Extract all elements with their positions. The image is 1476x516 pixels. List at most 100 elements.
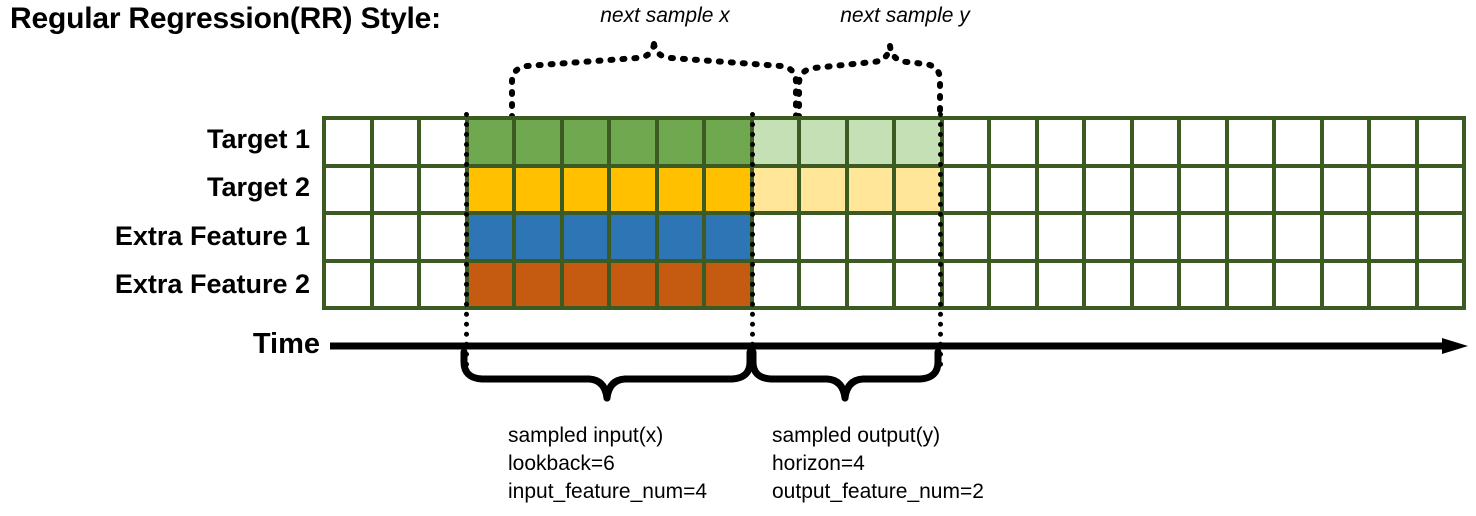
grid-cell-r4-c24 [1418,262,1462,306]
grid-cell-r1-c10 [753,120,797,164]
grid-cell-r3-c17 [1086,215,1130,259]
grid-cell-r4-c13 [896,262,940,306]
grid-cell-r3-c10 [753,215,797,259]
grid-cell-r1-c14 [943,120,987,164]
grid-cell-r3-c2 [373,215,417,259]
grid-cell-r1-c15 [991,120,1035,164]
grid-cell-r2-c24 [1418,167,1462,211]
grid-cell-r1-c12 [848,120,892,164]
grid-cell-r3-c14 [943,215,987,259]
grid-cell-r2-c1 [326,167,370,211]
grid-cell-r3-c5 [516,215,560,259]
grid-cell-r4-c11 [801,262,845,306]
grid-cell-r4-c14 [943,262,987,306]
grid-cell-r4-c19 [1181,262,1225,306]
grid-cell-r3-c1 [326,215,370,259]
grid-cell-r1-c24 [1418,120,1462,164]
guide-line-input-end [750,112,755,367]
grid-cell-r4-c5 [516,262,560,306]
grid-cell-r4-c8 [658,262,702,306]
grid-cell-r3-c13 [896,215,940,259]
grid-cell-r1-c6 [563,120,607,164]
grid-cell-r1-c3 [421,120,465,164]
grid-cell-r1-c7 [611,120,655,164]
grid-cell-r1-c1 [326,120,370,164]
grid-cell-r3-c21 [1276,215,1320,259]
note-input-line-3: input_feature_num=4 [508,479,708,503]
grid-cell-r2-c21 [1276,167,1320,211]
grid-cell-r4-c16 [1038,262,1082,306]
grid-cell-r3-c18 [1133,215,1177,259]
grid-cell-r2-c4 [468,167,512,211]
row-label-extra-feature-2: Extra Feature 2 [114,269,310,299]
grid-cell-r2-c22 [1323,167,1367,211]
grid-cell-r1-c9 [706,120,750,164]
grid-cell-r4-c17 [1086,262,1130,306]
note-output-line-1: sampled output(y) [772,424,941,447]
grid-cell-r2-c5 [516,167,560,211]
grid-cell-r1-c13 [896,120,940,164]
grid-cell-r4-c6 [563,262,607,306]
grid-cell-r3-c6 [563,215,607,259]
grid-cell-r3-c11 [801,215,845,259]
grid-cell-r2-c13 [896,167,940,211]
note-sampled-input: sampled input(x) lookback=6 input_featur… [508,422,707,506]
axis-label-time: Time [252,328,320,360]
grid-cell-r4-c4 [468,262,512,306]
guide-line-input-start [464,112,469,367]
grid-cell-r3-c19 [1181,215,1225,259]
timeseries-grid [322,116,1466,310]
grid-cell-r1-c8 [658,120,702,164]
grid-cell-r4-c2 [373,262,417,306]
dotted-brace-next-sample-x [509,41,799,121]
grid-cell-r3-c4 [468,215,512,259]
grid-cell-r1-c4 [468,120,512,164]
grid-cell-r4-c9 [706,262,750,306]
dotted-brace-next-sample-y [796,43,943,121]
grid-cell-r3-c9 [706,215,750,259]
grid-cell-r2-c9 [706,167,750,211]
grid-cell-r3-c16 [1038,215,1082,259]
grid-cell-r3-c22 [1323,215,1367,259]
grid-cell-r4-c20 [1228,262,1272,306]
grid-cell-r2-c23 [1371,167,1415,211]
page-title: Regular Regression(RR) Style: [10,2,441,35]
grid-cell-r4-c7 [611,262,655,306]
grid-cell-r2-c16 [1038,167,1082,211]
grid-cell-r1-c5 [516,120,560,164]
guide-line-output-end [938,112,943,367]
grid-cell-r3-c7 [611,215,655,259]
grid-cell-r1-c18 [1133,120,1177,164]
grid-cell-r3-c15 [991,215,1035,259]
grid-cell-r4-c15 [991,262,1035,306]
grid-cell-r2-c2 [373,167,417,211]
brace-sampled-input [460,348,754,402]
caption-next-sample-x: next sample x [600,4,730,27]
grid-cell-r4-c12 [848,262,892,306]
note-output-line-2: horizon=4 [772,451,865,475]
grid-cell-r2-c11 [801,167,845,211]
row-label-target-2: Target 2 [206,172,310,202]
grid-cell-r4-c22 [1323,262,1367,306]
grid-cell-r4-c1 [326,262,370,306]
grid-cell-r2-c14 [943,167,987,211]
row-label-extra-feature-1: Extra Feature 1 [114,221,310,251]
grid-cell-r2-c18 [1133,167,1177,211]
note-sampled-output: sampled output(y) horizon=4 output_featu… [772,422,984,506]
grid-cell-r1-c16 [1038,120,1082,164]
grid-cell-r2-c20 [1228,167,1272,211]
grid-cell-r1-c22 [1323,120,1367,164]
note-input-line-1: sampled input(x) [508,424,664,447]
grid-cell-r1-c19 [1181,120,1225,164]
time-axis-arrow [330,338,1468,354]
grid-cell-r2-c8 [658,167,702,211]
grid-cell-r3-c24 [1418,215,1462,259]
grid-cell-r2-c15 [991,167,1035,211]
grid-cell-r4-c18 [1133,262,1177,306]
grid-cell-r2-c7 [611,167,655,211]
grid-cell-r2-c10 [753,167,797,211]
grid-cell-r2-c19 [1181,167,1225,211]
brace-sampled-output [749,348,942,402]
grid-cell-r3-c3 [421,215,465,259]
